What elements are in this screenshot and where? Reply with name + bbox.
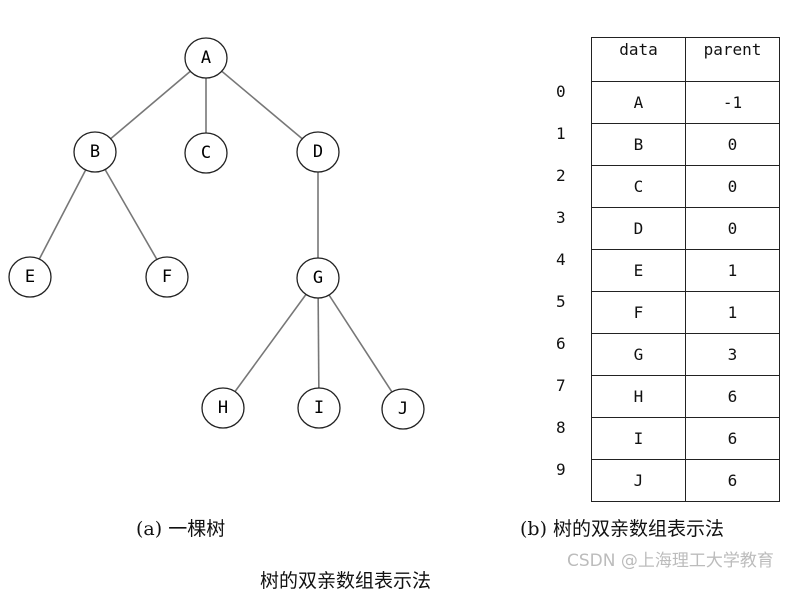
table-row: C 0: [591, 165, 780, 208]
cell-data: C: [591, 165, 686, 208]
cell-parent: 6: [685, 459, 780, 502]
table-row: G 3: [591, 333, 780, 376]
node-label: G: [313, 268, 323, 288]
caption-parent-array: (b) 树的双亲数组表示法: [520, 518, 725, 540]
cell-data: J: [591, 459, 686, 502]
cell-data: A: [591, 81, 686, 124]
tree-edges: [29, 57, 404, 410]
node-h: H: [201, 387, 245, 429]
cell-data: H: [591, 375, 686, 418]
row-index: 9: [556, 460, 566, 479]
tree-nodes: A B C D E F G H: [8, 37, 425, 430]
cell-parent: 1: [685, 249, 780, 292]
edge-b-f: [94, 151, 168, 278]
node-label: H: [218, 398, 228, 418]
edge-g-i: [317, 277, 320, 409]
edge-b-e: [29, 151, 96, 278]
cell-data: D: [591, 207, 686, 250]
node-e: E: [8, 256, 52, 298]
table-row: J 6: [591, 459, 780, 502]
node-f: F: [145, 256, 189, 298]
cell-parent: 6: [685, 375, 780, 418]
node-d: D: [296, 131, 340, 173]
node-label: D: [313, 142, 323, 162]
header-parent: parent: [685, 37, 780, 82]
cell-data: E: [591, 249, 686, 292]
edge-a-d: [205, 57, 319, 153]
cell-data: G: [591, 333, 686, 376]
header-data: data: [591, 37, 686, 82]
node-label: F: [162, 267, 172, 287]
node-i: I: [297, 387, 341, 429]
cell-parent: 0: [685, 123, 780, 166]
row-index: 7: [556, 376, 566, 395]
cell-parent: 3: [685, 333, 780, 376]
figure-caption: 树的双亲数组表示法: [260, 570, 432, 592]
index-column: 0 1 2 3 4 5 6 7 8 9: [556, 79, 566, 499]
table-row: I 6: [591, 417, 780, 460]
cell-data: I: [591, 417, 686, 460]
cell-data: B: [591, 123, 686, 166]
cell-parent: 0: [685, 207, 780, 250]
edge-a-b: [94, 57, 207, 153]
node-j: J: [381, 388, 425, 430]
caption-tree: (a) 一棵树: [136, 518, 226, 540]
table-row: D 0: [591, 207, 780, 250]
cell-parent: -1: [685, 81, 780, 124]
node-label: E: [25, 267, 35, 287]
row-index: 2: [556, 166, 566, 185]
cell-data: F: [591, 291, 686, 334]
table-row: E 1: [591, 249, 780, 292]
node-label: A: [201, 48, 211, 68]
watermark: CSDN @上海理工大学教育: [567, 551, 774, 571]
table-row: F 1: [591, 291, 780, 334]
node-a: A: [184, 37, 228, 79]
row-index: 0: [556, 82, 566, 101]
row-index: 3: [556, 208, 566, 227]
row-index: 8: [556, 418, 566, 437]
node-label: I: [314, 398, 324, 418]
node-label: B: [90, 142, 100, 162]
edge-g-j: [317, 277, 404, 410]
node-c: C: [184, 132, 228, 174]
row-index: 6: [556, 334, 566, 353]
row-index: 4: [556, 250, 566, 269]
cell-parent: 0: [685, 165, 780, 208]
node-label: C: [201, 143, 211, 163]
tree-diagram: A B C D E F G H: [8, 37, 425, 430]
node-g: G: [296, 257, 340, 299]
node-label: J: [398, 399, 408, 419]
table-header-row: data parent: [591, 37, 780, 82]
row-index: 1: [556, 124, 566, 143]
table-row: A -1: [591, 81, 780, 124]
table-row: B 0: [591, 123, 780, 166]
parent-array-table: data parent A -1 B 0 C 0 D 0 E 1 F 1 G 3…: [591, 37, 780, 502]
cell-parent: 1: [685, 291, 780, 334]
cell-parent: 6: [685, 417, 780, 460]
row-index: 5: [556, 292, 566, 311]
edge-g-h: [222, 277, 319, 409]
table-row: H 6: [591, 375, 780, 418]
node-b: B: [73, 131, 117, 173]
